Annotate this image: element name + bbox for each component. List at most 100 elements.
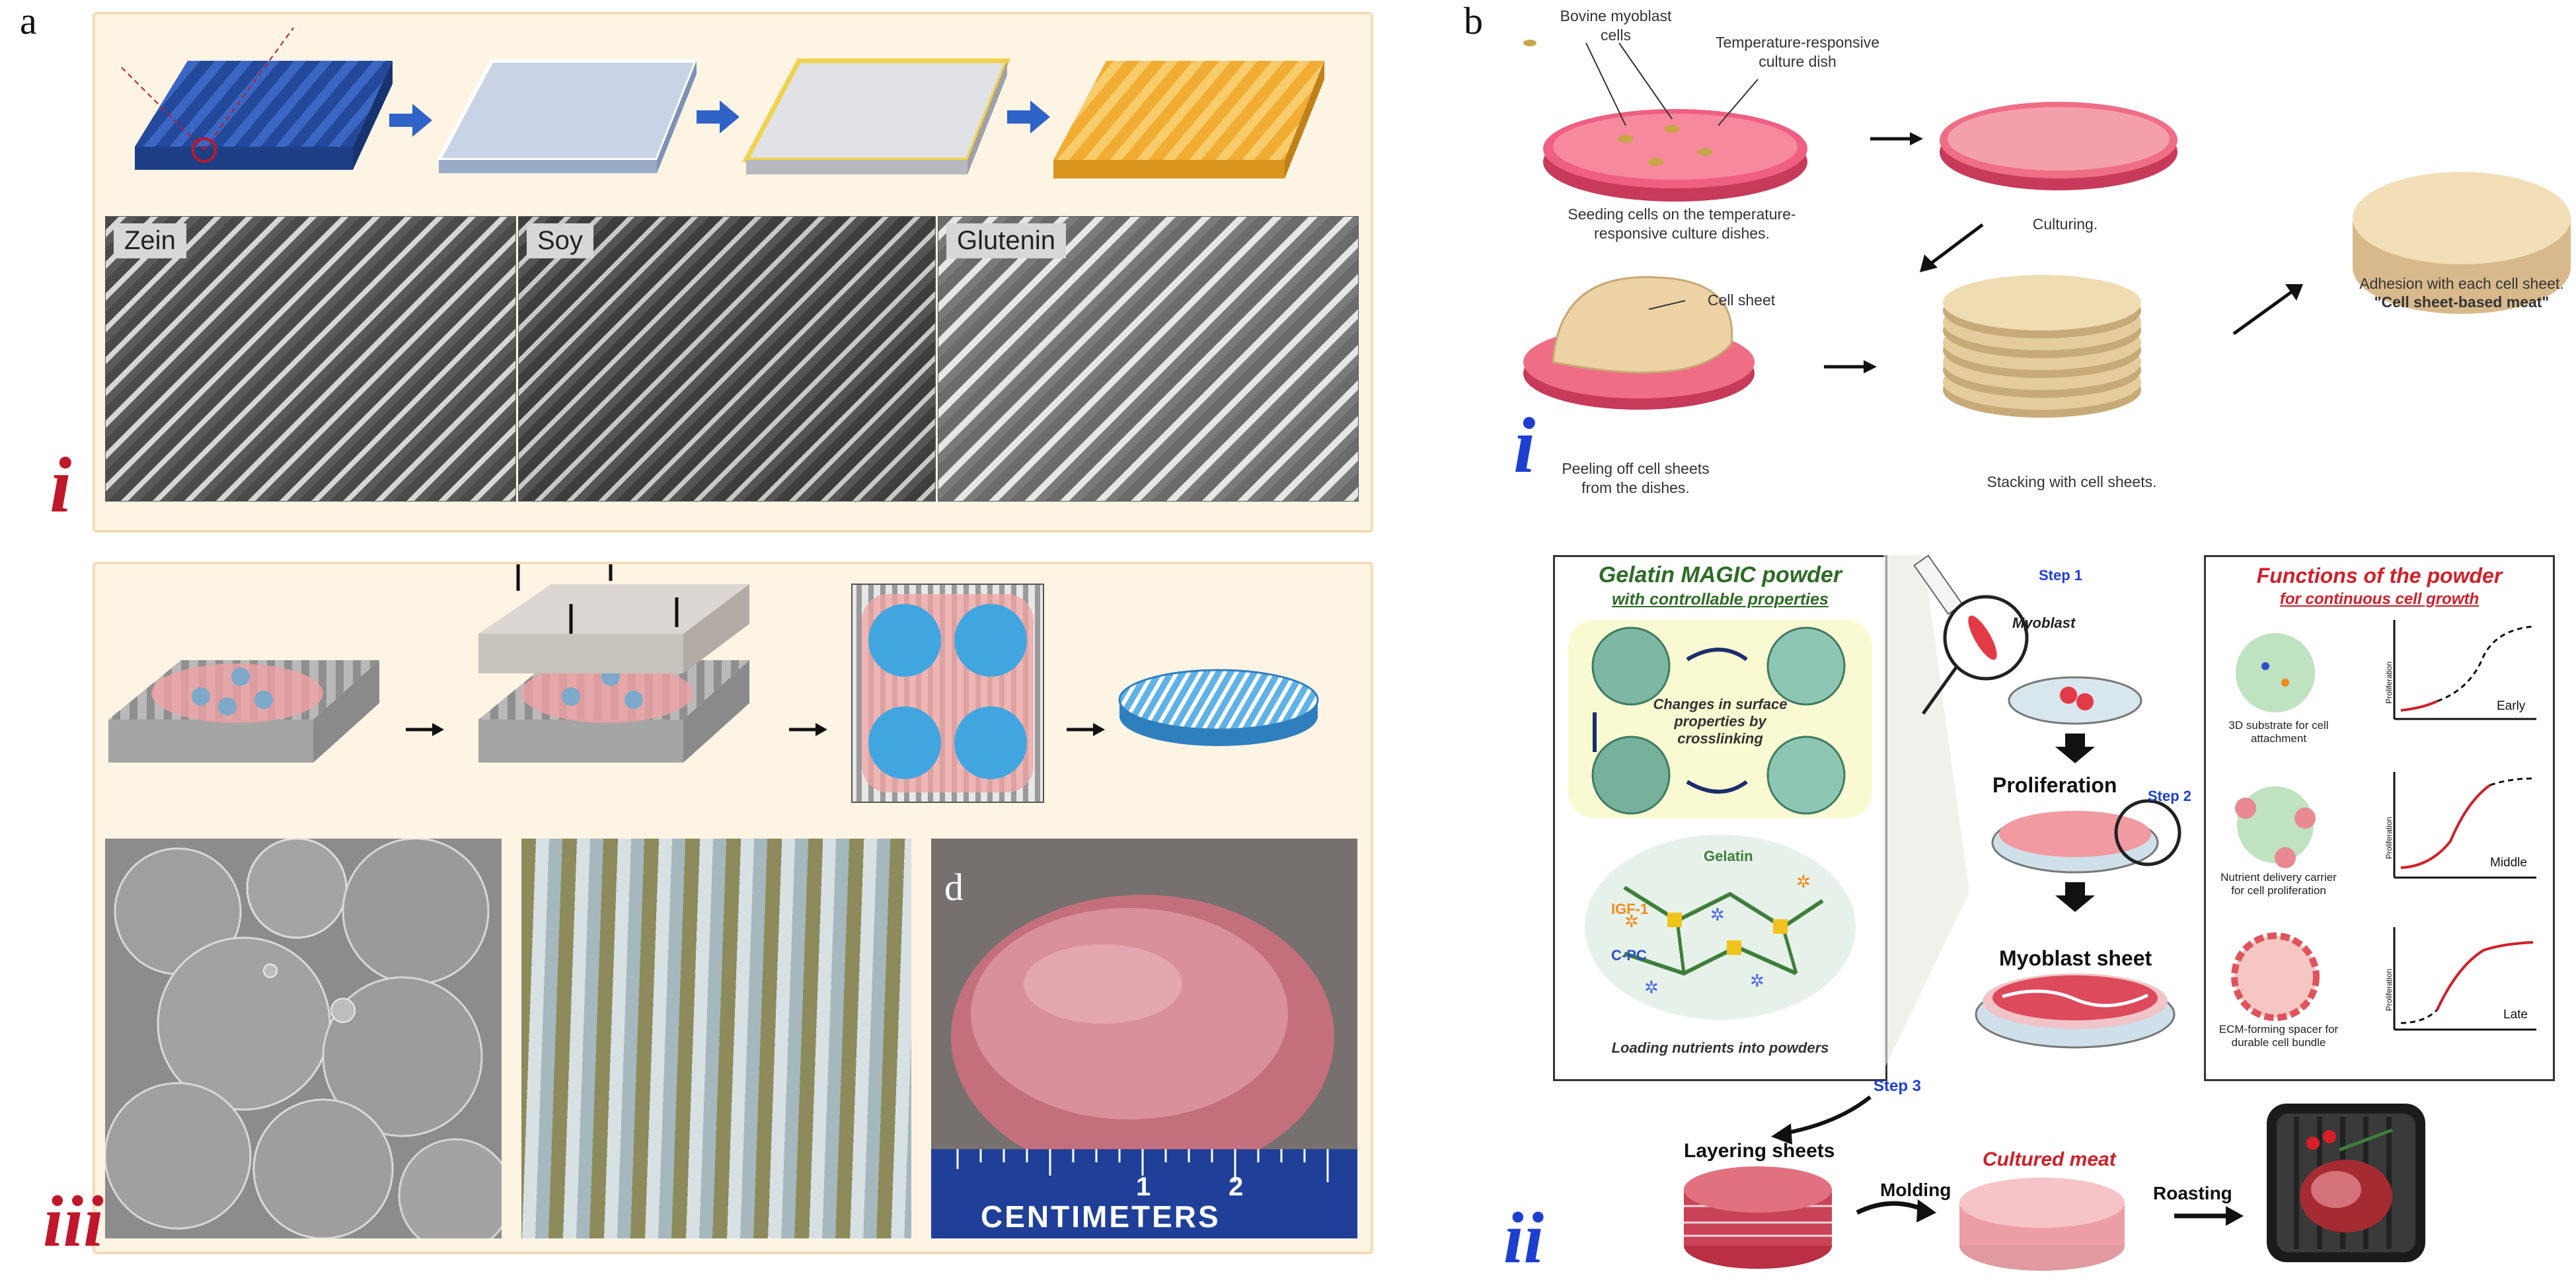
axis-proliferation-1: Proliferation [2384, 661, 2394, 704]
dish-peeling-sheet [1523, 276, 1755, 410]
crosslinking-area: Changes in surface properties by crossli… [1568, 620, 1872, 818]
gelatin-powder-box: Gelatin MAGIC powder with controllable p… [1553, 555, 1887, 1081]
graph-early [2393, 620, 2536, 720]
roman-numeral-i-b: i [1513, 401, 1536, 489]
culture-dish-seeding [1523, 40, 1807, 202]
caption-seeding: Seeding cells on the temperature-respons… [1568, 206, 1796, 242]
panel-a-i: Zein Soy Glutenin [93, 12, 1373, 533]
caption-loading: Loading nutrients into powders [1611, 1039, 1829, 1056]
panel-letter-a: a [20, 0, 37, 42]
arrow-right-icon [1916, 1199, 1936, 1223]
caption-f3: ECM-forming spacer for durable cell bund… [2218, 1023, 2339, 1049]
arrow-right-icon [1910, 132, 1923, 145]
arrow-right-icon [815, 723, 827, 736]
ruler-unit-label: CENTIMETERS [981, 1199, 1221, 1234]
press-and-substrate [478, 564, 749, 763]
photo-cultured-disc-art [931, 839, 1357, 1238]
roman-numeral-iii: iii [43, 1181, 104, 1262]
layered-sheets-stack [1684, 1166, 1832, 1269]
roman-numeral-ii: ii [1503, 1197, 1544, 1278]
arrow-down-left-icon [1928, 223, 1984, 266]
label-myoblast-sheet: Myoblast sheet [1999, 946, 2152, 970]
grill-pan-icon [2267, 1104, 2425, 1262]
nutrient-network-art: ✲ ✲ ✲ ✲ ✲ [1623, 872, 1824, 997]
panel-letter-d: d [944, 866, 964, 909]
sem-label-glutenin: Glutenin [946, 223, 1066, 258]
functions-subtitle: for continuous cell growth [2279, 590, 2480, 608]
label-middle: Middle [2490, 856, 2527, 870]
arrow-up-right-icon [2285, 284, 2303, 301]
label-myoblast: Myoblast [2012, 615, 2076, 631]
label-culture-dish: Temperature-responsive culture dish [1715, 34, 1879, 70]
top-view-cut-discs [851, 584, 1044, 803]
label-igf: IGF-1 [1611, 901, 1649, 917]
label-molding: Molding [1880, 1180, 1951, 1200]
arrow-right-icon [697, 100, 739, 133]
label-gelatin: Gelatin [1704, 848, 1753, 864]
graph-late [2393, 927, 2536, 1031]
label-cpc: C-PC [1611, 947, 1647, 963]
stacked-cell-sheets [1943, 275, 2141, 418]
label-roasting: Roasting [2153, 1183, 2232, 1203]
nutrient-network: ✲ ✲ ✲ ✲ ✲ Gelatin IGF-1 C-PC [1585, 835, 1856, 1020]
sem-label-zein: Zein [114, 223, 186, 258]
cultured-meat-process [1883, 554, 2181, 1071]
arrow-right-icon [432, 723, 444, 736]
caption-f2: Nutrient delivery carrier for cell proli… [2220, 871, 2337, 897]
final-meat-process [1684, 1095, 2425, 1271]
panel-letter-b: b [1464, 0, 1483, 42]
gelatin-subtitle: with controllable properties [1612, 590, 1829, 609]
svg-text:✲: ✲ [1796, 872, 1811, 891]
arrow-down-left-icon [1771, 1123, 1792, 1145]
arrow-right-icon [2226, 1206, 2244, 1226]
mold-protein-film [742, 58, 1011, 174]
ruler-number-2: 2 [1229, 1172, 1244, 1201]
panel-a-iii: 1 2 CENTIMETERS d [93, 562, 1373, 1254]
axis-proliferation-2: Proliferation [2384, 816, 2394, 859]
micrograph-fluorescent-stripes [521, 839, 911, 1238]
powder-spheres-art [1591, 626, 1846, 815]
arrow-right-icon [1007, 100, 1050, 133]
axis-proliferation-3: Proliferation [2384, 968, 2394, 1011]
label-step1: Step 1 [2039, 567, 2083, 584]
ruler-number-1: 1 [1136, 1172, 1151, 1201]
graph-middle [2393, 772, 2536, 879]
label-step3: Step 3 [1874, 1077, 1922, 1095]
label-step2: Step 2 [2148, 788, 2192, 804]
svg-text:✲: ✲ [1624, 911, 1639, 931]
label-cultured-meat: Cultured meat [1983, 1149, 2116, 1170]
arrow-right-icon [389, 104, 432, 137]
culture-dish-culturing [1940, 102, 2178, 190]
cell-sheet-meat-disc [2353, 172, 2571, 314]
arrow-right-icon [1864, 360, 1877, 373]
roman-numeral-i-a: i [50, 441, 72, 529]
arrow-down-icon [2055, 882, 2095, 912]
gelatin-title: Gelatin MAGIC powder [1598, 562, 1842, 587]
striped-disc [1118, 669, 1319, 746]
molded-cultured-meat [1959, 1178, 2125, 1271]
label-layering: Layering sheets [1684, 1140, 1835, 1162]
mold-coated [436, 59, 700, 173]
arrow-up-right-icon [2232, 289, 2294, 336]
sem-label-soy: Soy [527, 223, 593, 258]
caption-culturing: Culturing. [2032, 215, 2098, 233]
svg-text:✲: ✲ [1710, 905, 1725, 925]
caption-adhesion: Adhesion with each cell sheet. [2359, 275, 2564, 292]
arrow-right-icon [1093, 723, 1105, 736]
svg-text:✲: ✲ [1644, 977, 1659, 997]
caption-cell-sheet-meat: "Cell sheet-based meat" [2374, 293, 2550, 311]
sem-image-zein: Zein [105, 216, 516, 502]
functions-title: Functions of the powder [2256, 564, 2503, 587]
functions-art [2231, 620, 2536, 1031]
sem-image-soy: Soy [518, 216, 936, 502]
powder-functions-box: Functions of the powder for continuous c… [2204, 555, 2555, 1081]
arrow-down-icon [2055, 734, 2095, 763]
mold-blue [121, 27, 393, 170]
caption-changes: Changes in surface properties by crossli… [1653, 696, 1788, 747]
label-bovine-myoblast: Bovine myoblast cells [1560, 7, 1672, 44]
substrate-with-cells [108, 660, 379, 763]
label-early: Early [2497, 699, 2526, 713]
label-proliferation: Proliferation [1992, 773, 2117, 797]
photo-cultured-disc: 1 2 CENTIMETERS [931, 839, 1357, 1238]
svg-text:✲: ✲ [1750, 971, 1764, 991]
